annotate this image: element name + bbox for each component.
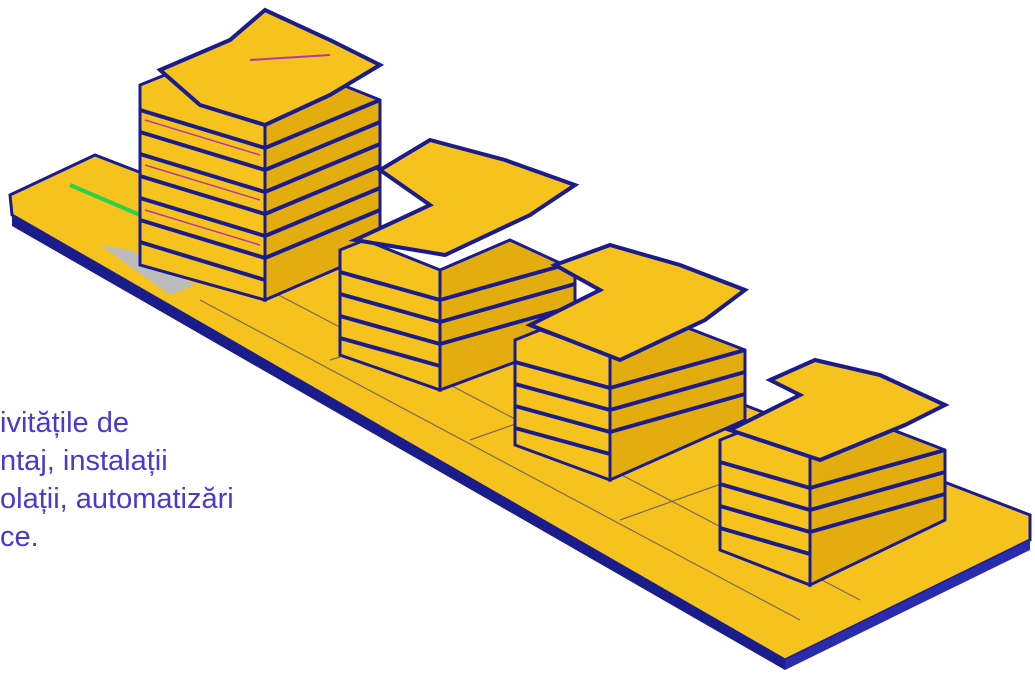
caption-text: ivitățile de ntaj, instalații olații, au… [0,404,420,556]
caption-line-2: ntaj, instalații [0,445,168,477]
tower-4 [718,357,950,588]
caption-line-4: ce. [0,521,39,553]
ramp [100,245,195,295]
tower-3 [513,242,750,483]
caption-line-3: olații, automatizări [0,483,234,515]
caption-line-1: ivitățile de [0,407,129,439]
